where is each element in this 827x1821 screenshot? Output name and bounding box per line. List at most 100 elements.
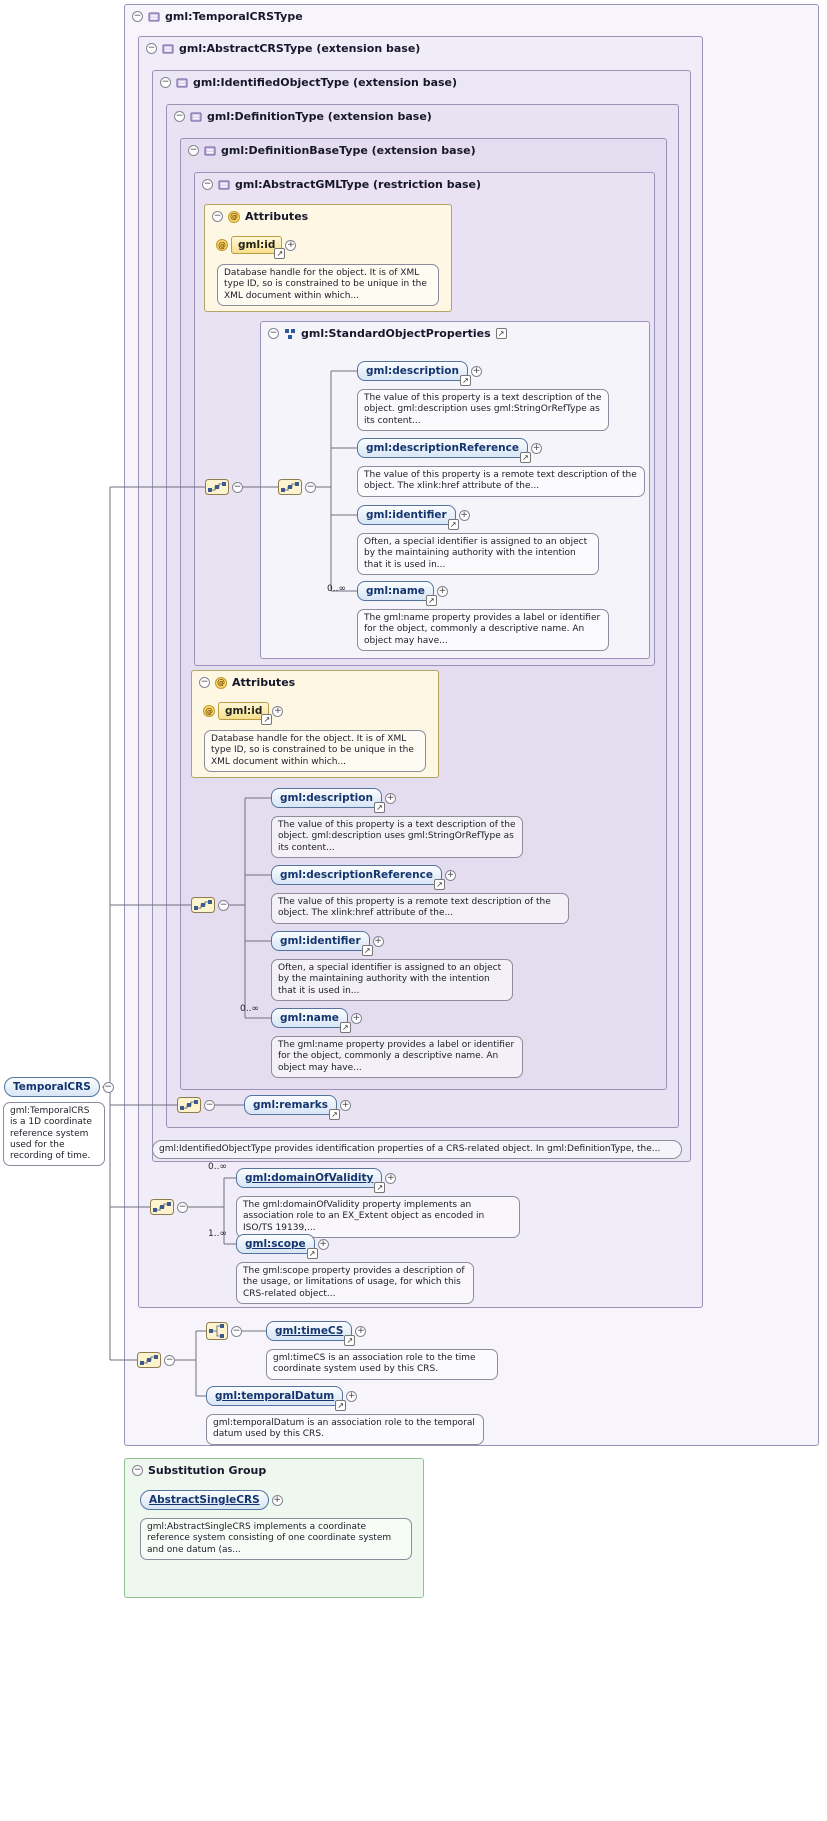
element-chip-abstractsinglecrs[interactable]: AbstractSingleCRS: [140, 1490, 269, 1510]
element-row-scope: gml:scope↗ +: [236, 1234, 329, 1259]
external-link-icon[interactable]: ↗: [433, 879, 445, 890]
element-row-description-b: gml:description↗ +: [271, 788, 396, 813]
element-chip-domainofvalidity[interactable]: gml:domainOfValidity↗: [236, 1168, 386, 1193]
external-link-icon[interactable]: ↗: [459, 375, 471, 386]
collapse-icon[interactable]: −: [102, 1081, 114, 1093]
annotation-identifier: Often, a special identifier is assigned …: [271, 959, 513, 1001]
collapse-icon[interactable]: −: [188, 145, 199, 156]
external-link-icon[interactable]: ↗: [361, 945, 373, 956]
element-chip-scope[interactable]: gml:scope↗: [236, 1234, 318, 1259]
collapse-icon[interactable]: −: [132, 1465, 143, 1476]
external-link-icon[interactable]: ↗: [373, 802, 385, 813]
element-chip-identifier[interactable]: gml:identifier↗: [271, 931, 373, 956]
complextype-icon: [190, 111, 202, 123]
expand-icon[interactable]: +: [458, 509, 470, 521]
element-chip-timecs[interactable]: gml:timeCS↗: [266, 1321, 356, 1346]
collapse-icon[interactable]: −: [232, 481, 243, 493]
attribute-chip-gml-id[interactable]: gml:id↗: [218, 702, 273, 725]
collapse-icon[interactable]: −: [132, 11, 143, 22]
expand-icon[interactable]: +: [285, 239, 297, 251]
sequence-icon: [205, 479, 229, 495]
collapse-icon[interactable]: −: [268, 328, 279, 339]
element-chip-temporaldatum[interactable]: gml:temporalDatum↗: [206, 1386, 347, 1411]
annotation-gml-id: Database handle for the object. It is of…: [204, 730, 426, 772]
multiplicity-label: 0..∞: [240, 1004, 259, 1014]
collapse-icon[interactable]: −: [305, 481, 316, 493]
external-link-icon[interactable]: ↗: [329, 1109, 340, 1120]
attribute-row-gml-id: @ gml:id↗ +: [203, 702, 284, 725]
sequence-compositor: −: [278, 479, 316, 495]
external-link-icon[interactable]: ↗: [274, 248, 286, 259]
element-chip-identifier[interactable]: gml:identifier↗: [357, 505, 459, 530]
root-element-row: TemporalCRS −: [4, 1077, 114, 1097]
expand-icon[interactable]: +: [317, 1238, 329, 1250]
annotation-timecs: gml:timeCS is an association role to the…: [266, 1349, 498, 1380]
attribute-icon: @: [228, 210, 240, 223]
external-link-icon[interactable]: ↗: [447, 519, 459, 530]
element-chip-remarks[interactable]: gml:remarks↗: [244, 1095, 340, 1120]
expand-icon[interactable]: +: [346, 1390, 358, 1402]
type-box-header: − gml:AbstractCRSType (extension base): [139, 37, 702, 60]
external-link-icon[interactable]: ↗: [425, 595, 437, 606]
collapse-icon[interactable]: −: [212, 211, 223, 222]
type-box-header: − gml:IdentifiedObjectType (extension ba…: [153, 71, 690, 94]
type-title: gml:DefinitionBaseType (extension base): [221, 144, 476, 157]
external-link-icon[interactable]: ↗: [519, 452, 531, 463]
collapse-icon[interactable]: −: [174, 111, 185, 122]
annotation-name: The gml:name property provides a label o…: [271, 1036, 523, 1078]
expand-icon[interactable]: +: [340, 1099, 351, 1111]
group-title: gml:StandardObjectProperties: [301, 327, 491, 340]
multiplicity-label: 0..∞: [327, 584, 346, 594]
collapse-icon[interactable]: −: [146, 43, 157, 54]
expand-icon[interactable]: +: [350, 1012, 362, 1024]
external-link-icon[interactable]: ↗: [495, 328, 507, 339]
element-row-identifier-a: gml:identifier↗ +: [357, 505, 470, 530]
element-chip-description[interactable]: gml:description↗: [357, 361, 471, 386]
collapse-icon[interactable]: −: [177, 1201, 188, 1213]
expand-icon[interactable]: +: [355, 1325, 367, 1337]
attributes-title: Attributes: [232, 676, 296, 689]
collapse-icon[interactable]: −: [218, 899, 229, 911]
element-row-name-a: gml:name↗ +: [357, 581, 448, 606]
collapse-icon[interactable]: −: [231, 1325, 242, 1337]
attributes-box-header: − @ Attributes: [205, 205, 451, 228]
type-title: gml:DefinitionType (extension base): [207, 110, 432, 123]
expand-icon[interactable]: +: [385, 1172, 397, 1184]
expand-icon[interactable]: +: [470, 365, 482, 377]
element-chip-name[interactable]: gml:name↗: [357, 581, 437, 606]
collapse-icon[interactable]: −: [199, 677, 210, 688]
expand-icon[interactable]: +: [272, 705, 284, 717]
element-chip-description[interactable]: gml:description↗: [271, 788, 385, 813]
element-chip-name[interactable]: gml:name↗: [271, 1008, 351, 1033]
type-box-header: − gml:DefinitionBaseType (extension base…: [181, 139, 666, 162]
substitution-member-row: AbstractSingleCRS +: [140, 1490, 283, 1510]
collapse-icon[interactable]: −: [164, 1354, 175, 1366]
external-link-icon[interactable]: ↗: [374, 1182, 386, 1193]
annotation-descriptionreference: The value of this property is a remote t…: [271, 893, 569, 924]
expand-icon[interactable]: +: [384, 792, 396, 804]
sequence-compositor: −: [137, 1352, 175, 1368]
collapse-icon[interactable]: −: [160, 77, 171, 88]
annotation-name: The gml:name property provides a label o…: [357, 609, 609, 651]
multiplicity-label: 0..∞: [208, 1162, 227, 1172]
model-group-icon: [284, 328, 296, 340]
external-link-icon[interactable]: ↗: [261, 714, 273, 725]
expand-icon[interactable]: +: [444, 869, 456, 881]
annotation-abstractsinglecrs: gml:AbstractSingleCRS implements a coord…: [140, 1518, 412, 1560]
external-link-icon[interactable]: ↗: [306, 1248, 318, 1259]
group-box-header: − gml:StandardObjectProperties ↗: [261, 322, 649, 345]
expand-icon[interactable]: +: [372, 935, 384, 947]
external-link-icon[interactable]: ↗: [344, 1335, 356, 1346]
attribute-chip-gml-id[interactable]: gml:id↗: [231, 236, 286, 259]
collapse-icon[interactable]: −: [204, 1099, 215, 1111]
expand-icon[interactable]: +: [530, 442, 542, 454]
element-chip-temporalcrs[interactable]: TemporalCRS: [4, 1077, 100, 1097]
expand-icon[interactable]: +: [271, 1494, 283, 1506]
element-chip-descriptionreference[interactable]: gml:descriptionReference↗: [357, 438, 531, 463]
external-link-icon[interactable]: ↗: [339, 1022, 351, 1033]
external-link-icon[interactable]: ↗: [335, 1400, 347, 1411]
collapse-icon[interactable]: −: [202, 179, 213, 190]
sequence-compositor: −: [205, 479, 243, 495]
element-chip-descriptionreference[interactable]: gml:descriptionReference↗: [271, 865, 445, 890]
expand-icon[interactable]: +: [436, 585, 448, 597]
